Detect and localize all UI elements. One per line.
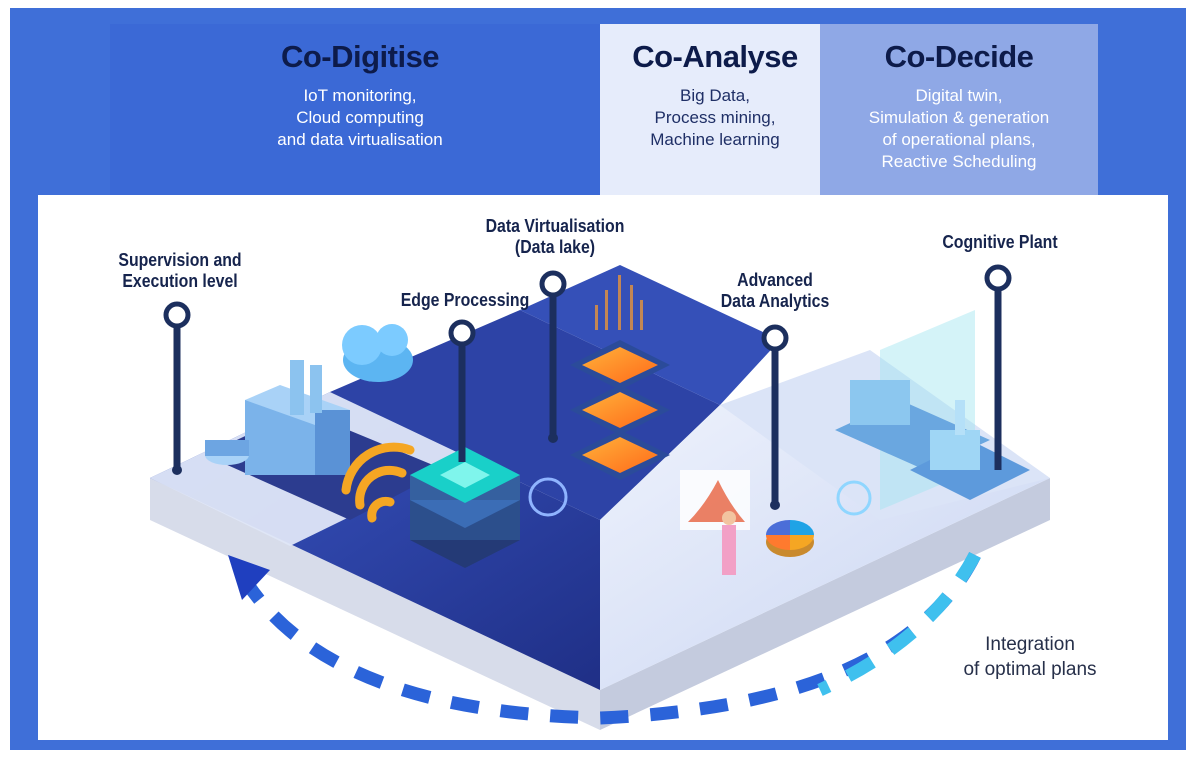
- pie-chart-icon: [766, 520, 814, 557]
- label-analytics: Advanced Data Analytics: [700, 270, 850, 312]
- stage-line: and data virtualisation: [277, 130, 443, 149]
- pin-analytics: [761, 324, 789, 510]
- label-line: Edge Processing: [400, 290, 530, 310]
- label-line: Cognitive Plant: [942, 232, 1058, 252]
- stage-co-analyse: Co-Analyse Big Data, Process mining, Mac…: [600, 24, 830, 196]
- stage-line: Process mining,: [654, 108, 776, 127]
- label-line: Execution level: [122, 271, 238, 291]
- pin-edge: [448, 319, 476, 462]
- label-line: Supervision and: [118, 250, 242, 270]
- label-line: Advanced: [737, 270, 813, 290]
- connector-ring: [836, 480, 872, 516]
- integration-line: of optimal plans: [963, 659, 1097, 680]
- server-stack-icon: [410, 447, 520, 568]
- label-line: Data Analytics: [720, 291, 830, 311]
- integration-label: Integration of optimal plans: [930, 632, 1130, 682]
- stage-line: Simulation & generation: [868, 108, 1050, 127]
- platform-base: [150, 478, 1050, 730]
- connector-ring: [528, 477, 568, 517]
- arrow-head-icon: [228, 555, 270, 600]
- integration-arrow: [228, 551, 981, 725]
- label-supervision: Supervision and Execution level: [101, 250, 259, 292]
- chip-stack-icon: [570, 275, 670, 480]
- stage-title: Co-Decide: [884, 39, 1034, 74]
- label-line: (Data lake): [514, 237, 596, 257]
- pin-cognitive: [984, 264, 1012, 470]
- stage-title: Co-Digitise: [280, 39, 440, 74]
- stage-line: of operational plans,: [882, 130, 1036, 149]
- stage-co-digitise: Co-Digitise IoT monitoring, Cloud comput…: [110, 24, 610, 196]
- factory-icon: [205, 360, 445, 520]
- stage-line: IoT monitoring,: [303, 86, 417, 105]
- pin-datavirt: [539, 270, 567, 443]
- cognitive-plant-icon: [835, 310, 1030, 510]
- wifi-icon: [341, 442, 415, 523]
- stage-line: Reactive Scheduling: [881, 152, 1037, 171]
- label-line: Data Virtualisation: [485, 216, 625, 236]
- label-cognitive: Cognitive Plant: [930, 232, 1071, 253]
- stage-line: Cloud computing: [296, 108, 424, 127]
- stage-co-decide: Co-Decide Digital twin, Simulation & gen…: [820, 24, 1098, 196]
- cloud-icon: [342, 324, 413, 382]
- stage-title: Co-Analyse: [632, 39, 798, 74]
- label-datavirt: Data Virtualisation (Data lake): [471, 216, 638, 258]
- analytics-chart-icon: [680, 470, 750, 575]
- stage-line: Machine learning: [650, 130, 780, 149]
- integration-line: Integration: [985, 634, 1075, 655]
- pin-supervision: [163, 301, 191, 475]
- stage-line: Digital twin,: [915, 86, 1003, 105]
- label-edge: Edge Processing: [390, 290, 540, 311]
- stage-line: Big Data,: [680, 86, 750, 105]
